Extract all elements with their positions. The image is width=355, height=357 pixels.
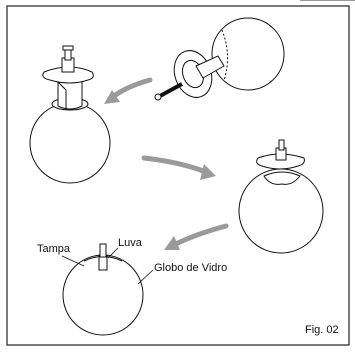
step2-nipple [278,139,285,151]
arrow-step2 [141,155,216,180]
assembled-nipple [99,243,107,258]
leader-tampa [61,255,85,267]
step1-glass-globe [29,102,111,184]
leader-globo [137,269,154,285]
detached-nipple [159,82,183,98]
step2-cap-disc [256,153,305,170]
detached-globe [211,17,285,91]
arrow-step3 [164,223,229,250]
step1-cap-disc [42,66,94,84]
label-leaders [61,247,154,285]
step1-assembly [29,45,111,184]
figure-number: Fig. 02 [305,324,339,336]
step1-detached-part [154,17,285,101]
leader-luva [107,247,119,259]
assembled-sleeve [98,255,108,271]
label-tampa: Tampa [37,243,71,255]
detached-sleeve [195,55,225,79]
label-globo-de-vidro: Globo de Vidro [154,262,228,274]
figure-frame [6,5,350,346]
step1-sleeve [57,79,83,110]
step2-sleeve [263,171,301,185]
arrow-step1 [104,77,153,104]
label-luva: Luva [118,237,142,249]
step2-assembly [238,139,324,254]
step3-assembly [62,243,144,336]
